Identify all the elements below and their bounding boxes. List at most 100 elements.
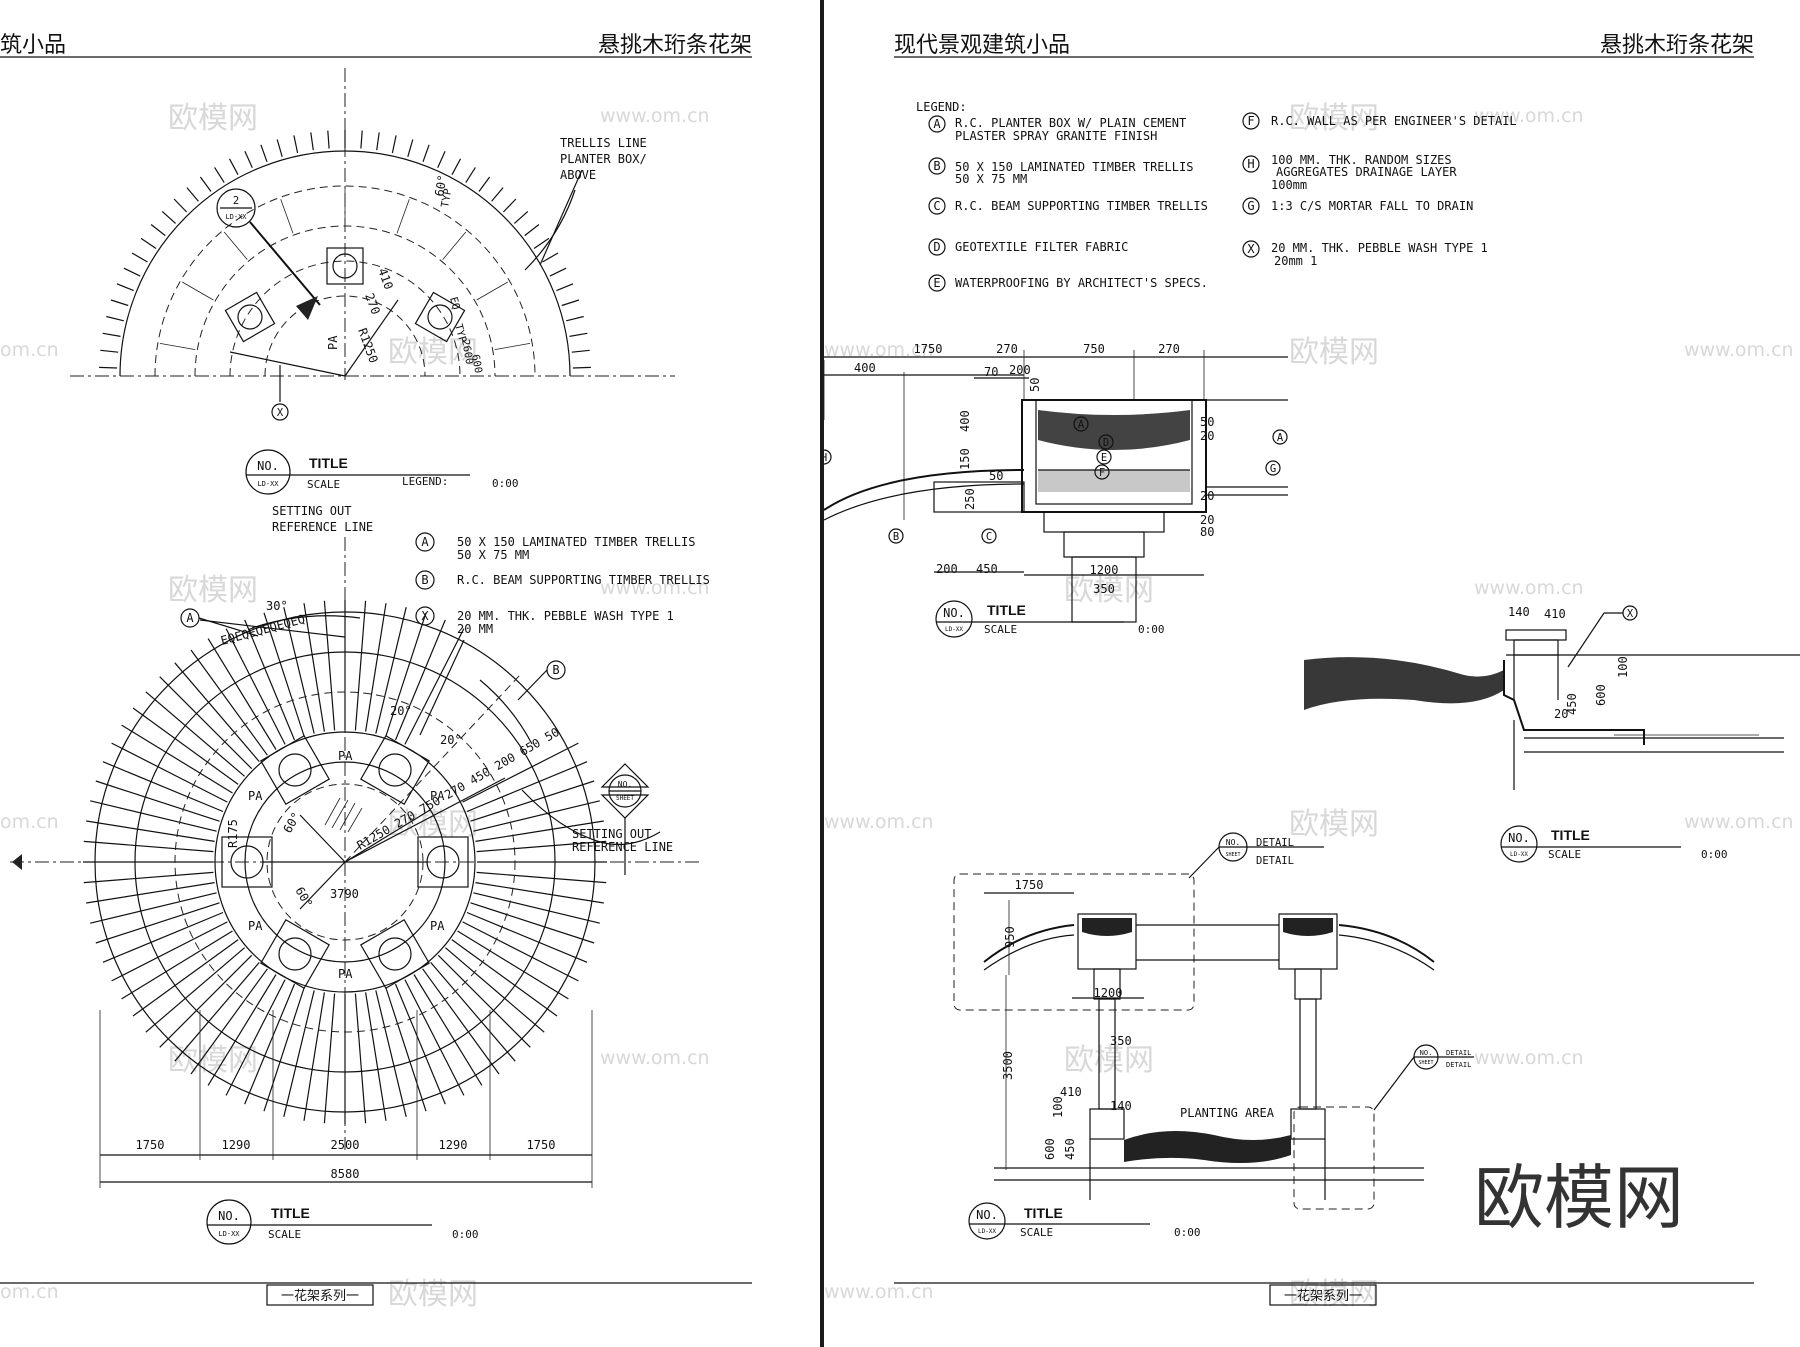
trellis-tick <box>524 224 540 237</box>
trellis-tick <box>391 135 397 154</box>
trellis-tick <box>186 187 199 202</box>
legend-key-a-label: A <box>421 535 429 549</box>
r175-label: R175 <box>226 819 240 848</box>
dim-600: 600 <box>1594 684 1608 706</box>
footing-left <box>1089 1108 1125 1140</box>
dim-270: 270 <box>362 291 383 316</box>
radius-r1250-line <box>344 809 431 863</box>
watermark-logo: 欧模网 <box>168 1043 258 1078</box>
watermark-logo: 欧模网 <box>1289 807 1379 842</box>
marker-c <box>981 528 997 544</box>
title-block-scale: SCALE <box>307 478 340 491</box>
legend-h-line-1: 100 MM. THK. RANDOM SIZES <box>1271 153 1452 167</box>
dim-20: 20 <box>1200 513 1214 527</box>
trellis-spoke <box>190 968 268 1075</box>
trellis-spoke <box>95 780 220 822</box>
title-block-elevation: NO. LD-XX TITLE SCALE 0:00 <box>968 1202 1201 1240</box>
title-block-title: TITLE <box>271 1205 310 1221</box>
title-block-circle <box>1500 825 1538 863</box>
trellis-spoke <box>95 902 220 944</box>
watermark-url: www.om.cn <box>600 105 710 127</box>
planter-box-sw <box>260 919 330 989</box>
title-block-sheet: LD-XX <box>978 1228 996 1235</box>
planting-area-fill <box>1304 657 1504 710</box>
watermark-logo: 欧模网 <box>388 335 478 370</box>
trellis-spoke <box>473 892 600 924</box>
dim-350: 350 <box>1110 1034 1132 1048</box>
plan-top-trellis-ticks <box>99 130 591 369</box>
beam-tick <box>223 231 248 260</box>
trellis-spoke <box>132 707 239 785</box>
trellis-tick <box>110 299 129 307</box>
trellis-spoke <box>470 902 595 944</box>
column-neck <box>1063 531 1145 558</box>
watermark-url: om.cn <box>0 1281 59 1303</box>
marker-b-label: B <box>893 531 899 543</box>
watermark-url: om.cn <box>0 811 59 833</box>
title-block-detail: NO. LD-XX TITLE SCALE 0:00 <box>1500 825 1728 863</box>
title-block-sheet: LD-XX <box>945 626 963 633</box>
left-watermarks: 欧模网 www.om.cn om.cn 欧模网 欧模网 www.om.cn om… <box>0 101 710 1312</box>
trellis-curve <box>824 483 1025 521</box>
trellis-tick <box>571 349 590 353</box>
trellis-spoke <box>132 939 239 1017</box>
angle-20-label: 20° <box>390 704 412 718</box>
trellis-spoke <box>475 882 604 904</box>
trellis-tick <box>491 187 504 202</box>
title-block-plan-top: NO. LD-XX TITLE SCALE LEGEND: 0:00 <box>245 449 519 495</box>
trellis-spoke <box>466 911 588 963</box>
trellis-tick <box>173 198 188 213</box>
marker-a-label: A <box>1078 419 1085 431</box>
detail-callout-box <box>1293 1106 1375 1210</box>
dim-600: 600 <box>1043 1138 1057 1160</box>
dim-270: 270 <box>996 342 1018 356</box>
trellis-spoke <box>111 921 228 982</box>
title-block-no: NO. <box>1508 831 1530 845</box>
trellis-tick <box>244 151 253 168</box>
legend-a-line-2: 50 X 75 MM <box>457 548 529 562</box>
title-block-title: TITLE <box>1024 1205 1063 1221</box>
plan-main-ring <box>174 691 516 1033</box>
trellis-spoke <box>174 962 260 1062</box>
trellis-spoke <box>413 974 483 1086</box>
legend-key-f <box>1242 112 1260 130</box>
dim-140: 140 <box>1508 605 1530 619</box>
legend-x-line-1: 20 MM. THK. PEBBLE WASH TYPE 1 <box>1271 241 1488 255</box>
trellis-spoke <box>263 987 305 1112</box>
trellis-tick <box>502 198 517 213</box>
legend-key-x-label: X <box>1247 242 1255 256</box>
trellis-tick <box>260 144 268 163</box>
brand-watermark: 欧模网 <box>1474 1157 1684 1239</box>
trellis-tick <box>99 366 118 369</box>
trellis-spoke <box>159 676 253 770</box>
dim-1750: 1750 <box>914 342 943 356</box>
legend-key-a-label: A <box>933 117 941 131</box>
detail-callout-box <box>953 873 1195 1011</box>
right-drawing-sheet: 现代景观建筑小品 悬挑木珩条花架 欧模网 www.om.cn www.om.cn… <box>824 0 1800 1347</box>
trellis-tick <box>556 283 574 292</box>
column-nw <box>278 753 312 787</box>
beam-section <box>933 481 1025 513</box>
marker-d <box>1098 434 1114 450</box>
dim-1200: 1200 <box>1090 563 1119 577</box>
trellis-spoke <box>190 649 268 756</box>
marker-x-label: X <box>277 407 284 419</box>
dim-3500: 3500 <box>1001 1051 1015 1080</box>
legend-e-line-1: WATERPROOFING BY ARCHITECT'S SPECS. <box>955 276 1208 290</box>
trellis-spoke <box>475 820 604 842</box>
dim-8580: 8580 <box>331 1167 360 1181</box>
planter-soil-right <box>1283 918 1333 936</box>
marker-a-label: A <box>1277 432 1284 444</box>
legend-key-e <box>928 274 946 292</box>
trellis-tick <box>465 167 476 183</box>
beam-tick <box>442 231 467 260</box>
detail-footing-drawing: 140 410 100 600 450 20 X <box>1304 605 1800 790</box>
trellis-tick <box>569 332 588 337</box>
planter-soil-left <box>1082 918 1132 936</box>
plan-top-drawing: 2 LD-XX X TRELLIS LINE PLANTER BOX/ ABOV… <box>70 68 675 421</box>
plan-top-planter-box <box>224 291 276 343</box>
pa-label: PA <box>248 919 263 933</box>
trellis-spoke <box>145 947 245 1033</box>
legend-h-line-3: 100mm <box>1271 178 1307 192</box>
trellis-spoke <box>354 600 367 731</box>
